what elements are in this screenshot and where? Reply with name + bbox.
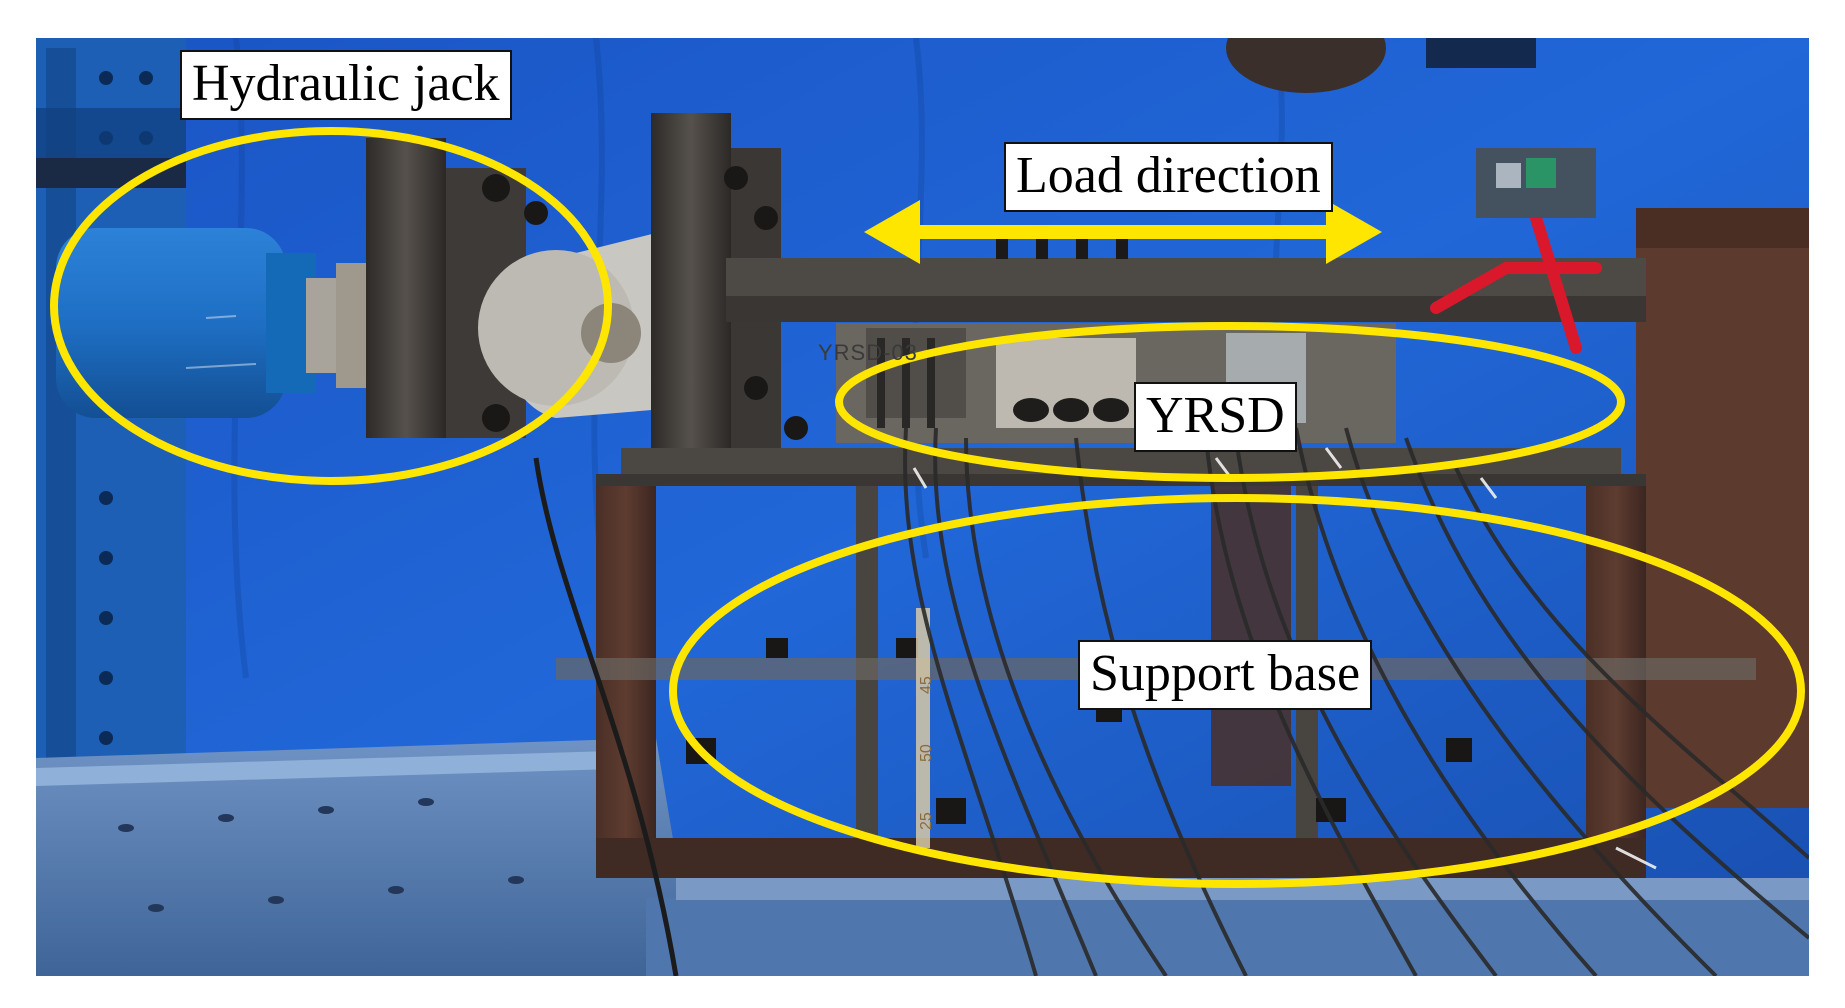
support-base-bottom-plate — [596, 838, 1646, 878]
support-base-label: Support base — [1078, 640, 1373, 710]
loading-plate — [651, 113, 731, 453]
yrsd-bolts — [1013, 398, 1129, 422]
double-headed-arrow-icon — [864, 200, 1382, 264]
strain-gauge-wires — [903, 427, 1809, 976]
floor-platform-left — [36, 738, 696, 976]
support-base-annotation-ellipse — [669, 494, 1805, 888]
rust-block-right — [1636, 208, 1809, 808]
measuring-tape — [916, 608, 930, 848]
tape-mark-45: 45 — [918, 676, 935, 694]
magnetic-stand-arms — [1430, 212, 1602, 354]
jack-annotation-ellipse — [50, 127, 612, 485]
jack-cable — [533, 457, 679, 976]
support-base-web-left — [856, 486, 878, 876]
loading-bolts — [724, 166, 808, 440]
specimen-mark: YRSD-03 — [818, 340, 918, 365]
pulley-disc — [1226, 38, 1386, 93]
yrsd-label: YRSD — [1134, 382, 1297, 452]
hydraulic-jack-label: Hydraulic jack — [180, 50, 512, 120]
jack-end-plate — [366, 138, 446, 438]
test-setup-photo — [36, 38, 1809, 976]
support-base-left-plate — [596, 486, 656, 876]
tape-mark-50: 50 — [918, 744, 935, 762]
jack-cylinder — [56, 228, 286, 418]
jack-scratches — [185, 315, 257, 369]
platform-holes — [118, 798, 524, 912]
load-direction-label: Load direction — [1004, 142, 1333, 212]
test-setup-scene — [36, 38, 1809, 976]
yrsd-annotation-ellipse — [835, 322, 1625, 482]
beam-bolts — [996, 233, 1128, 259]
tape-mark-25: 25 — [918, 812, 935, 830]
annotation-ellipses — [50, 127, 1805, 888]
